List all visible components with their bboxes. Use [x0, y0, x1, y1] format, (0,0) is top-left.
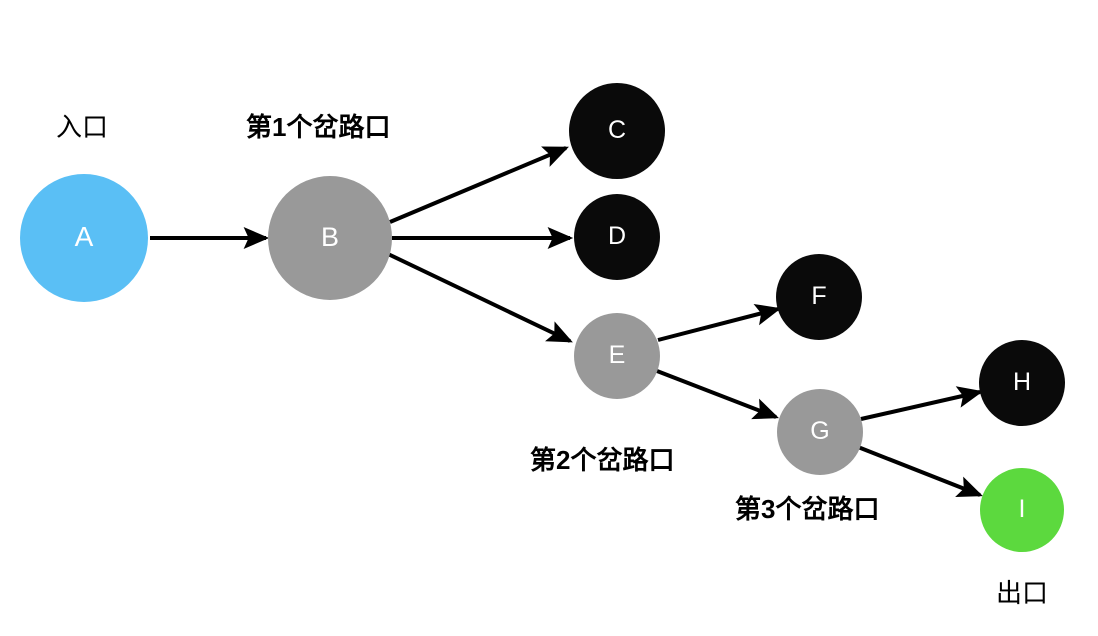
- node-d-label: D: [607, 221, 627, 250]
- node-d[interactable]: D: [574, 194, 660, 280]
- caption-entrance: 入口: [56, 112, 109, 142]
- node-g-label: G: [810, 416, 830, 445]
- caption-exit: 出口: [996, 578, 1049, 608]
- node-h[interactable]: H: [979, 340, 1065, 426]
- node-g[interactable]: G: [777, 389, 863, 475]
- node-c-label: C: [607, 115, 627, 144]
- edge-b-to-c: [389, 146, 569, 224]
- edge-g-to-i: [857, 445, 983, 498]
- node-c[interactable]: C: [569, 83, 665, 179]
- node-f[interactable]: F: [776, 254, 862, 340]
- node-i[interactable]: I: [980, 468, 1064, 552]
- edge-e-to-g: [656, 369, 779, 420]
- node-a[interactable]: A: [20, 174, 148, 302]
- caption-branch-1: 第1个岔路口: [246, 112, 391, 142]
- edge-e-to-f: [657, 303, 782, 342]
- node-b-label: B: [320, 221, 339, 252]
- node-b[interactable]: B: [268, 176, 392, 300]
- node-a-label: A: [74, 221, 94, 252]
- caption-branch-3: 第3个岔路口: [735, 494, 880, 524]
- node-f-label: F: [811, 281, 827, 310]
- edge-g-to-h: [860, 386, 984, 421]
- node-e-label: E: [608, 340, 626, 369]
- node-h-label: H: [1012, 367, 1032, 396]
- node-e[interactable]: E: [574, 313, 660, 399]
- caption-branch-2: 第2个岔路口: [530, 445, 675, 475]
- node-i-label: I: [1018, 494, 1026, 523]
- edge-b-to-e: [387, 252, 573, 343]
